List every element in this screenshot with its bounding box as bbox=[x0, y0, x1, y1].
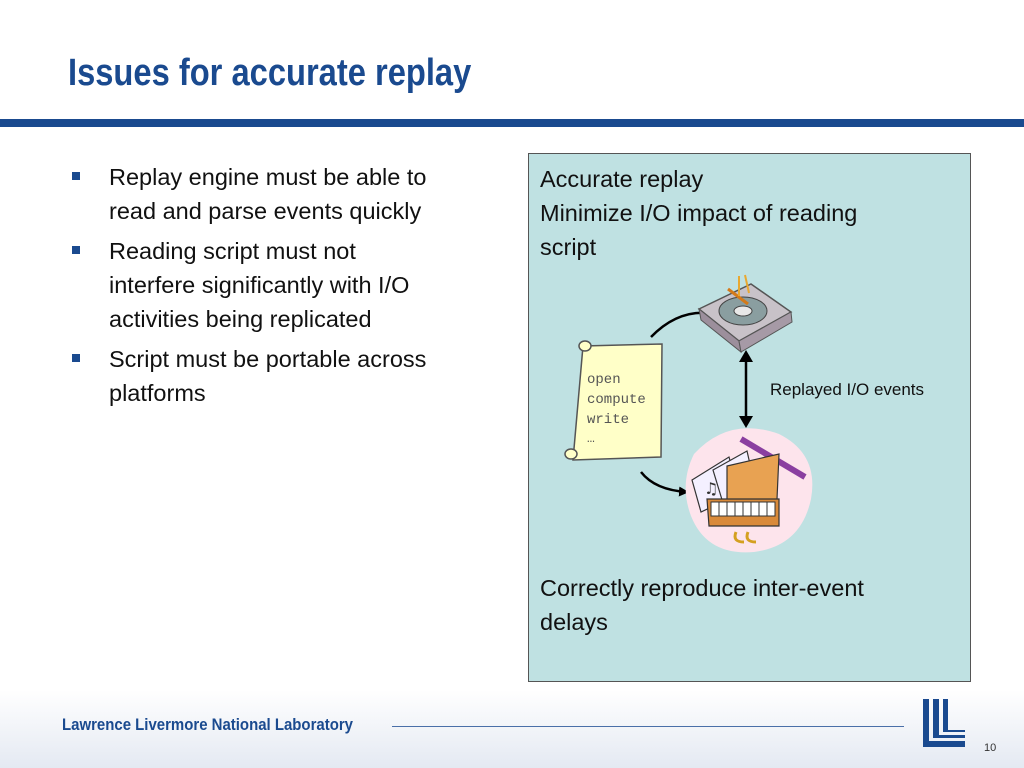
bullet-line: Script must be portable across bbox=[109, 346, 427, 372]
llnl-logo-icon bbox=[923, 699, 965, 747]
bullet-line: platforms bbox=[109, 380, 206, 406]
hard-drive-icon bbox=[697, 274, 793, 354]
panel-footer-text: Correctly reproduce inter-event bbox=[540, 575, 864, 601]
scroll-icon: open compute write … bbox=[564, 340, 663, 461]
bullet-line: read and parse events quickly bbox=[109, 198, 422, 224]
title-divider bbox=[0, 119, 1024, 127]
bullet-square-icon bbox=[72, 172, 80, 180]
bullet-line: Replay engine must be able to bbox=[109, 164, 427, 190]
script-line: write bbox=[587, 412, 629, 428]
footer-divider bbox=[392, 726, 904, 727]
lab-name: Lawrence Livermore National Laboratory bbox=[62, 715, 353, 734]
bullet-item: Reading script must not interfere signif… bbox=[70, 234, 510, 336]
keyboard-music-icon: ♫ bbox=[685, 428, 813, 553]
panel-heading: Accurate replay bbox=[540, 166, 704, 192]
script-line: compute bbox=[587, 392, 646, 408]
bullet-line: interfere significantly with I/O bbox=[109, 272, 410, 298]
bullet-item: Script must be portable across platforms bbox=[70, 342, 510, 410]
bullet-line: activities being replicated bbox=[109, 306, 372, 332]
script-line: … bbox=[587, 431, 595, 446]
replay-diagram: open compute write … Replayed I/O events… bbox=[564, 274, 924, 553]
slide-title: Issues for accurate replay bbox=[68, 52, 472, 94]
script-line: open bbox=[587, 372, 621, 388]
panel-heading: Minimize I/O impact of reading bbox=[540, 200, 858, 226]
bullet-square-icon bbox=[72, 246, 80, 254]
bullet-list: Replay engine must be able to read and p… bbox=[70, 160, 510, 416]
flow-arrow-bottom bbox=[640, 471, 689, 497]
arrow-label: Replayed I/O events bbox=[770, 380, 924, 399]
svg-text:♫: ♫ bbox=[704, 479, 718, 498]
panel-heading: script bbox=[540, 234, 597, 260]
bullet-item: Replay engine must be able to read and p… bbox=[70, 160, 510, 228]
replay-panel: Accurate replay Minimize I/O impact of r… bbox=[528, 153, 971, 682]
panel-footer-text: delays bbox=[540, 609, 608, 635]
double-arrow bbox=[739, 350, 753, 428]
bullet-line: Reading script must not bbox=[109, 238, 356, 264]
slide-footer bbox=[0, 690, 1024, 768]
page-number: 10 bbox=[984, 742, 997, 754]
bullet-square-icon bbox=[72, 354, 80, 362]
